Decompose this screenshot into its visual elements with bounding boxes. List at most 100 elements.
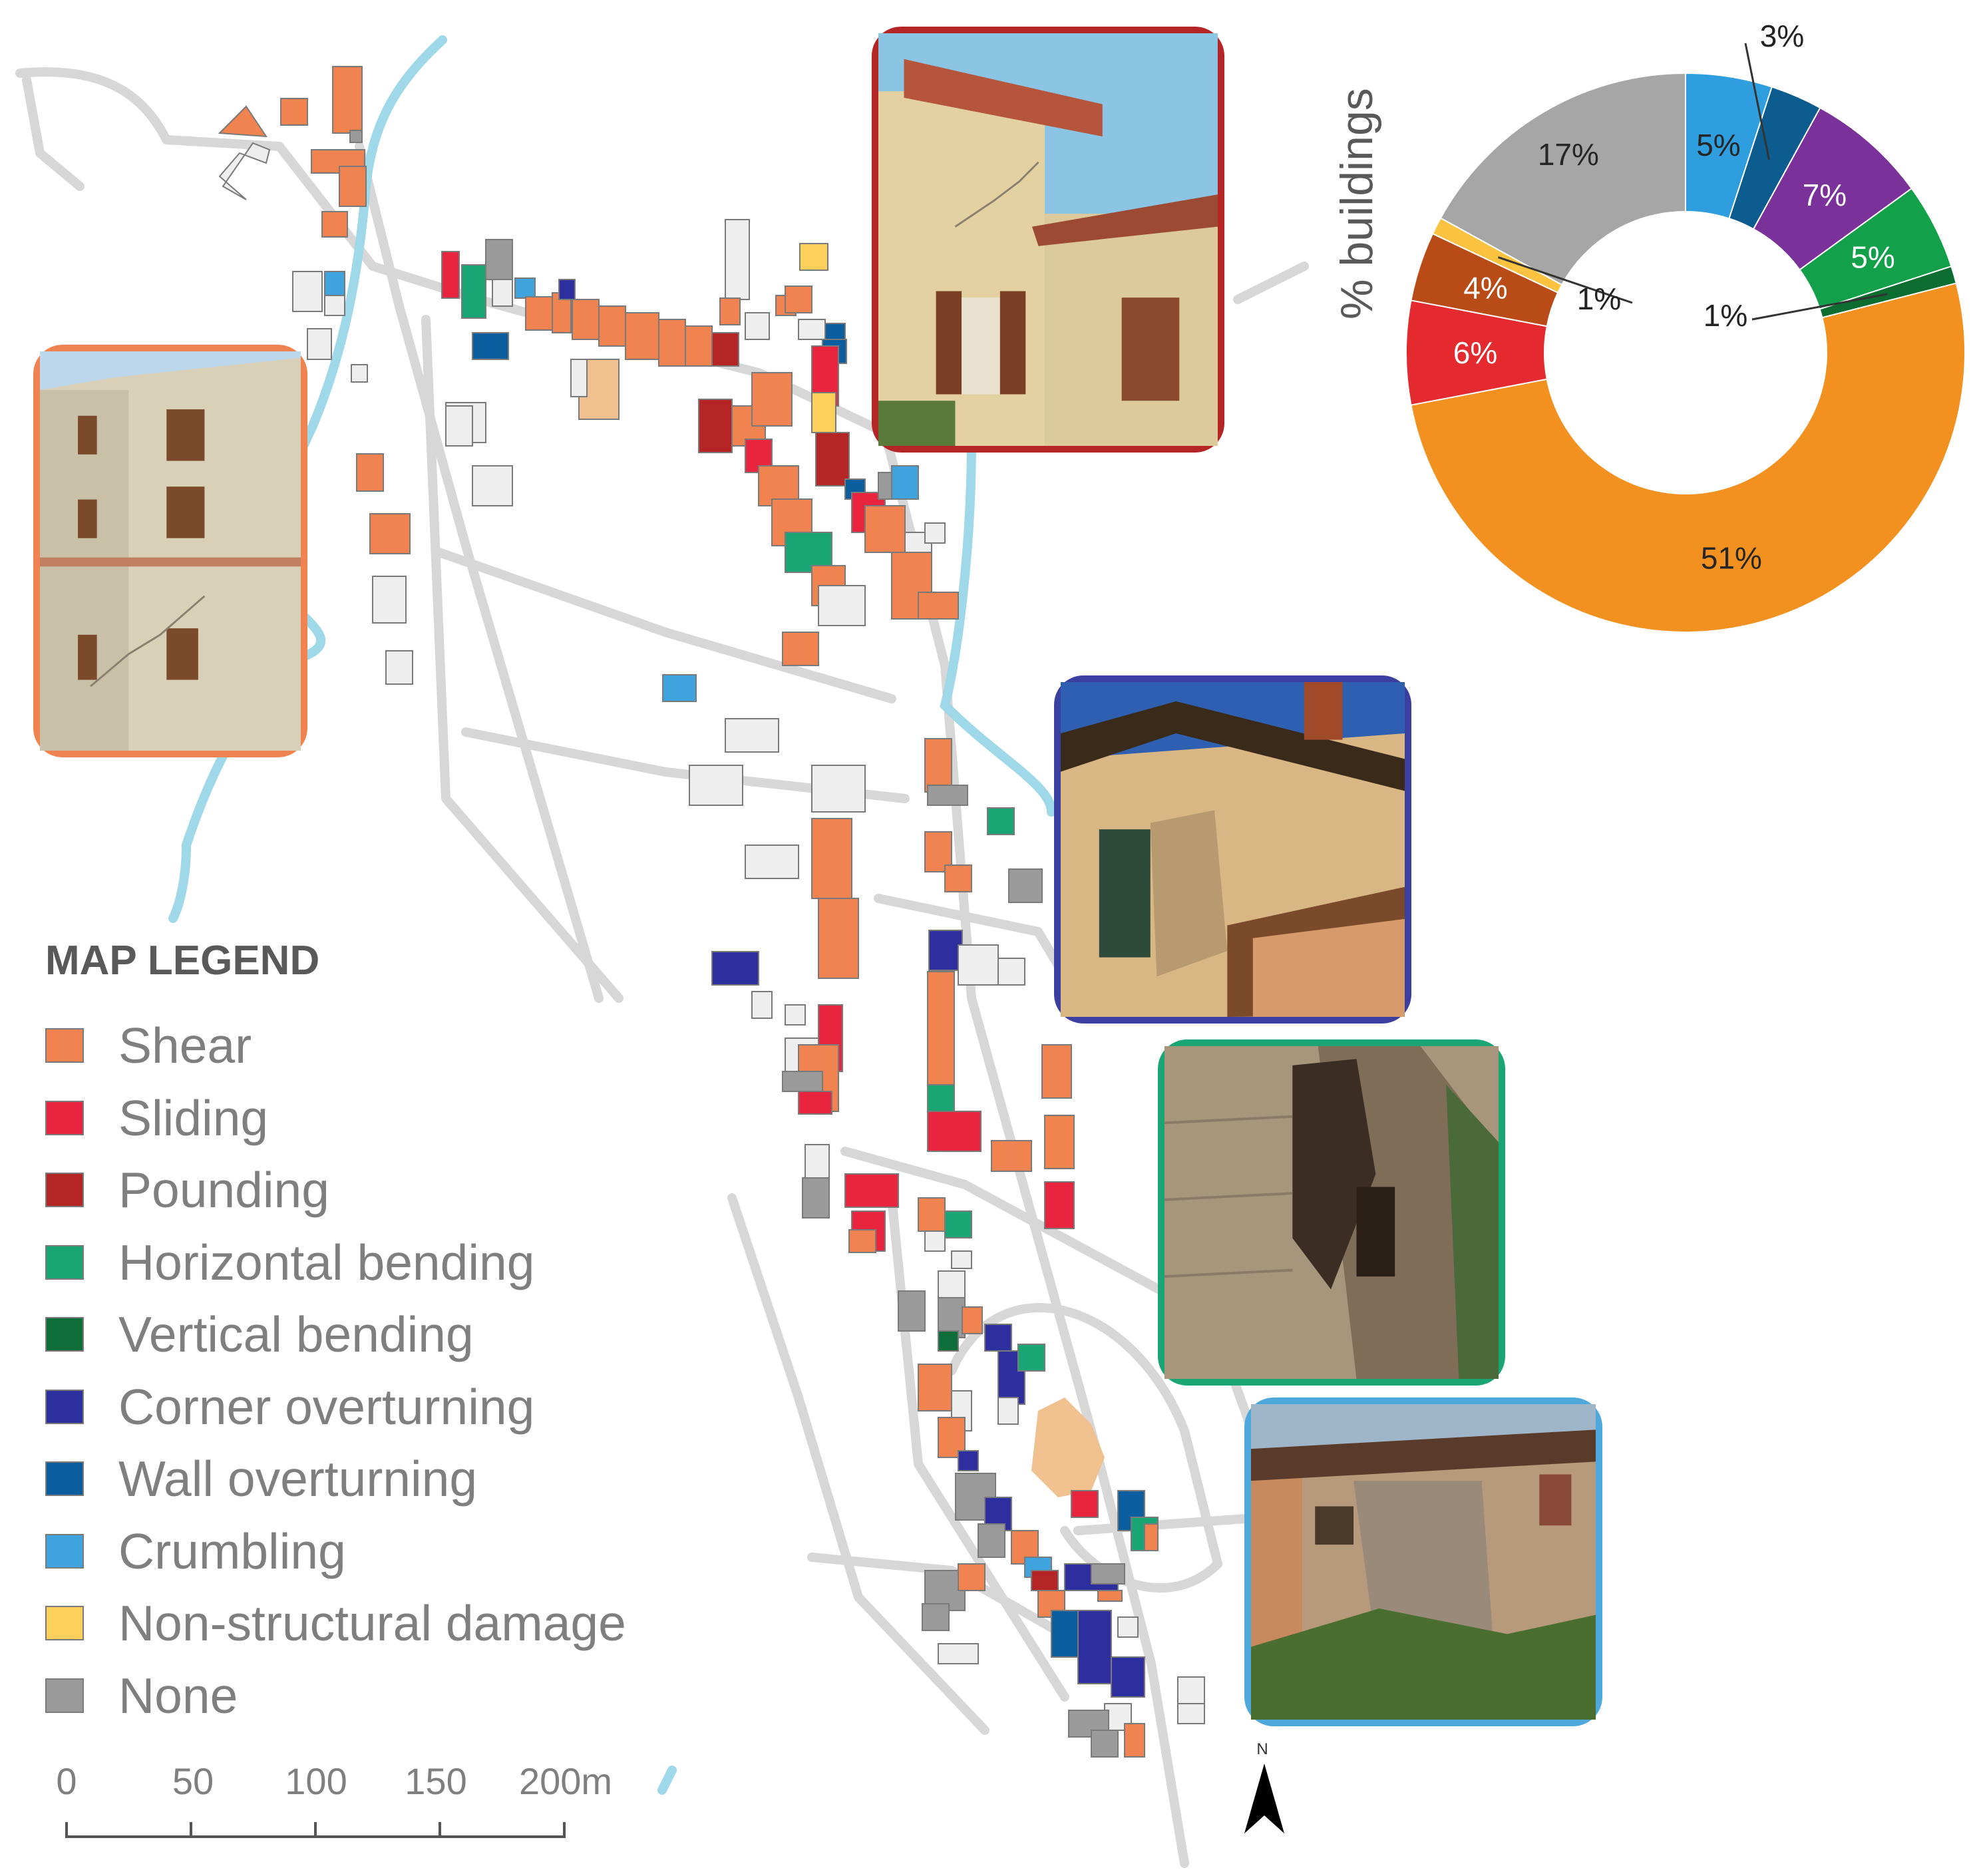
building <box>689 765 743 806</box>
building <box>351 364 368 383</box>
building <box>927 785 968 806</box>
building <box>1008 868 1043 903</box>
building <box>811 765 866 813</box>
map-legend: MAP LEGEND Shear Sliding Pounding Horizo… <box>41 937 707 1732</box>
building <box>924 738 952 793</box>
photo-pounding <box>872 27 1224 453</box>
building <box>978 1523 1005 1558</box>
building <box>372 576 407 624</box>
donut-slice-label: 5% <box>1696 128 1740 162</box>
building <box>1144 1523 1159 1551</box>
building <box>802 1177 830 1219</box>
legend-swatch <box>45 1678 84 1713</box>
building <box>918 1197 946 1232</box>
building <box>1071 1490 1099 1518</box>
building <box>799 243 828 271</box>
donut-slice-shear <box>1410 282 1966 633</box>
building <box>1124 1723 1145 1758</box>
buildings <box>218 66 1205 1758</box>
building <box>962 1306 983 1334</box>
leader-line <box>1751 293 1888 321</box>
building <box>1177 1703 1205 1724</box>
building <box>928 930 963 971</box>
building <box>1091 1730 1119 1758</box>
legend-label: Horizontal bending <box>118 1234 535 1290</box>
building <box>991 1140 1032 1172</box>
building <box>811 392 836 433</box>
donut-slice-label: 4% <box>1463 270 1507 305</box>
legend-label: Non-structural damage <box>118 1595 626 1652</box>
building <box>958 1563 986 1591</box>
building <box>385 650 413 685</box>
building <box>844 1173 899 1208</box>
building <box>719 297 741 325</box>
building <box>1017 1344 1045 1372</box>
donut-slice-label: 1% <box>1577 281 1621 316</box>
building <box>711 332 739 367</box>
building <box>339 166 367 207</box>
scale-tick-label: 150 <box>405 1760 466 1802</box>
building <box>658 319 686 367</box>
scale-bar: 0 50 100 150 200m <box>56 1760 612 1838</box>
legend-swatch <box>45 1173 84 1208</box>
building <box>1031 1398 1105 1497</box>
building <box>280 98 308 126</box>
legend-label: Vertical bending <box>118 1306 474 1363</box>
legend-item-non-structural-damage: Non-structural damage <box>41 1587 707 1660</box>
scale-tick-label: 200m <box>519 1760 612 1802</box>
donut-slice-label: 5% <box>1851 240 1894 275</box>
leader-line <box>1497 256 1633 304</box>
building <box>218 142 271 200</box>
chart-ylabel: % buildings <box>1332 88 1382 319</box>
building <box>927 1084 955 1112</box>
building <box>944 864 972 892</box>
building <box>1091 1563 1125 1585</box>
building <box>958 1450 979 1471</box>
building <box>1044 1115 1075 1169</box>
building <box>698 399 733 453</box>
building <box>751 991 773 1019</box>
building <box>782 1071 823 1092</box>
building <box>938 1270 966 1298</box>
building <box>751 372 793 427</box>
building <box>307 328 332 360</box>
building <box>997 958 1025 986</box>
building <box>685 325 713 367</box>
donut-slice-label: 17% <box>1538 137 1599 172</box>
scale-tick-label: 0 <box>56 1760 77 1802</box>
building <box>987 807 1015 835</box>
legend-item-crumbling: Crumbling <box>41 1515 707 1588</box>
building <box>525 296 553 331</box>
legend-swatch <box>45 1028 84 1063</box>
legend-item-sliding: Sliding <box>41 1082 707 1155</box>
building <box>811 818 852 899</box>
building <box>1117 1616 1139 1638</box>
legend-title: MAP LEGEND <box>45 938 320 984</box>
building <box>572 299 600 340</box>
building <box>558 279 576 300</box>
building <box>1077 1610 1112 1684</box>
building <box>1041 1044 1072 1099</box>
building <box>332 66 363 134</box>
donut-slice-label: 3% <box>1760 19 1804 53</box>
legend-item-horizontal-bending: Horizontal bending <box>41 1226 707 1299</box>
building <box>441 251 460 299</box>
legend-label: Sliding <box>118 1089 269 1146</box>
legend-label: Corner overturning <box>118 1378 535 1435</box>
building <box>1177 1676 1205 1704</box>
donut-slice-none <box>1439 72 1686 286</box>
building <box>514 278 536 299</box>
building <box>1051 1610 1079 1658</box>
legend-swatch <box>45 1533 84 1569</box>
photo-corner-overturning <box>1054 675 1411 1024</box>
leader-line <box>1744 43 1770 160</box>
photo-shear <box>33 345 307 757</box>
building <box>958 944 999 986</box>
legend-swatch <box>45 1244 84 1280</box>
legend-label: None <box>118 1667 238 1724</box>
legend-item-shear: Shear <box>41 1010 707 1082</box>
building <box>798 1091 832 1115</box>
building <box>864 505 906 553</box>
building <box>292 271 323 312</box>
